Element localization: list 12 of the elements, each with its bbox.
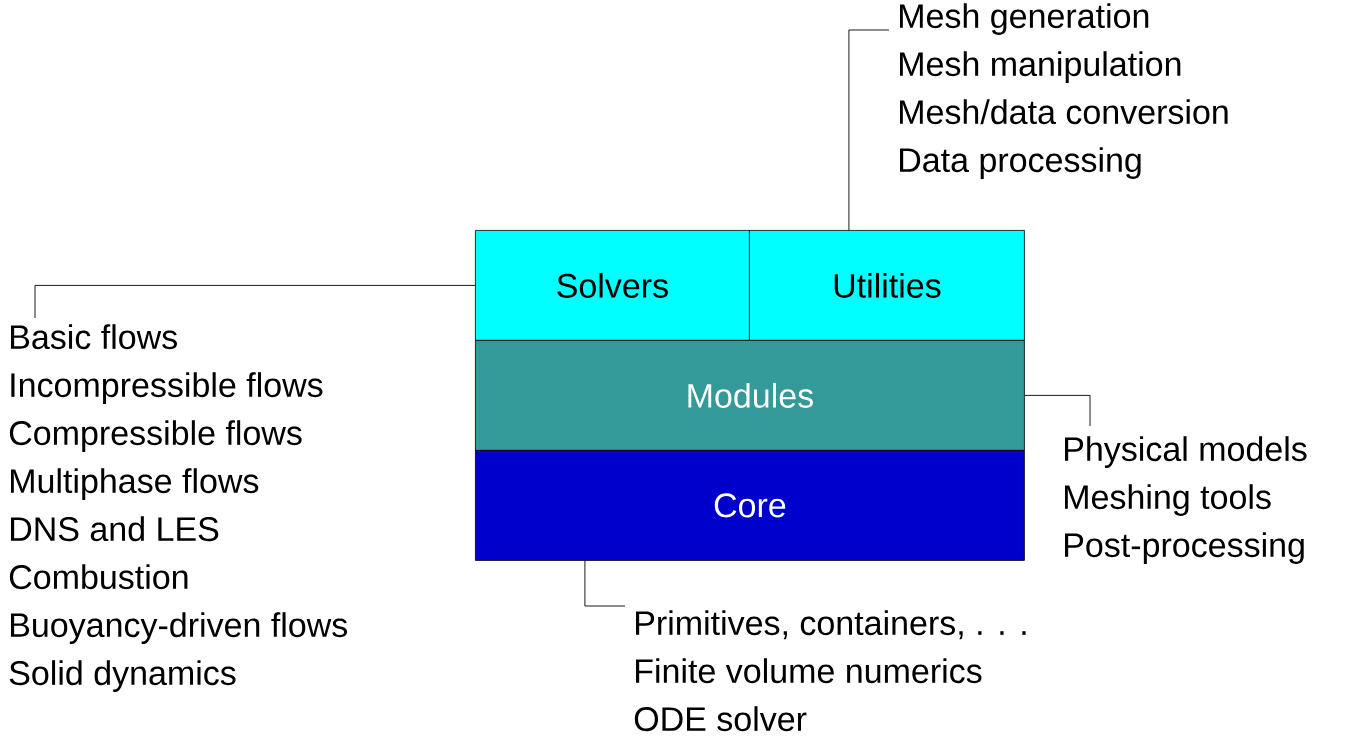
leader-line [584,560,626,607]
text-list: Mesh generation Mesh manipulation Mesh/data conversion Data processing [900,3,1228,179]
layer-box: Core [475,450,1025,561]
layer-box: Solvers [475,230,750,341]
leader-line [34,284,476,319]
layer-box: Modules [475,340,1025,451]
leader-line [1024,394,1091,427]
text-list: Physical models Meshing tools Post-processing [1065,436,1307,564]
layer-box: Utilities [749,230,1025,341]
leader-line [848,29,890,231]
text-list: Primitives, containers, . . . Finite volume numerics ODE solver [634,610,1026,732]
text-list: Basic flows Incompressible flows Compressible flows Multiphase flows DNS and LES Combustion Buoyancy-driven flows Solid dynamics [9,324,348,692]
